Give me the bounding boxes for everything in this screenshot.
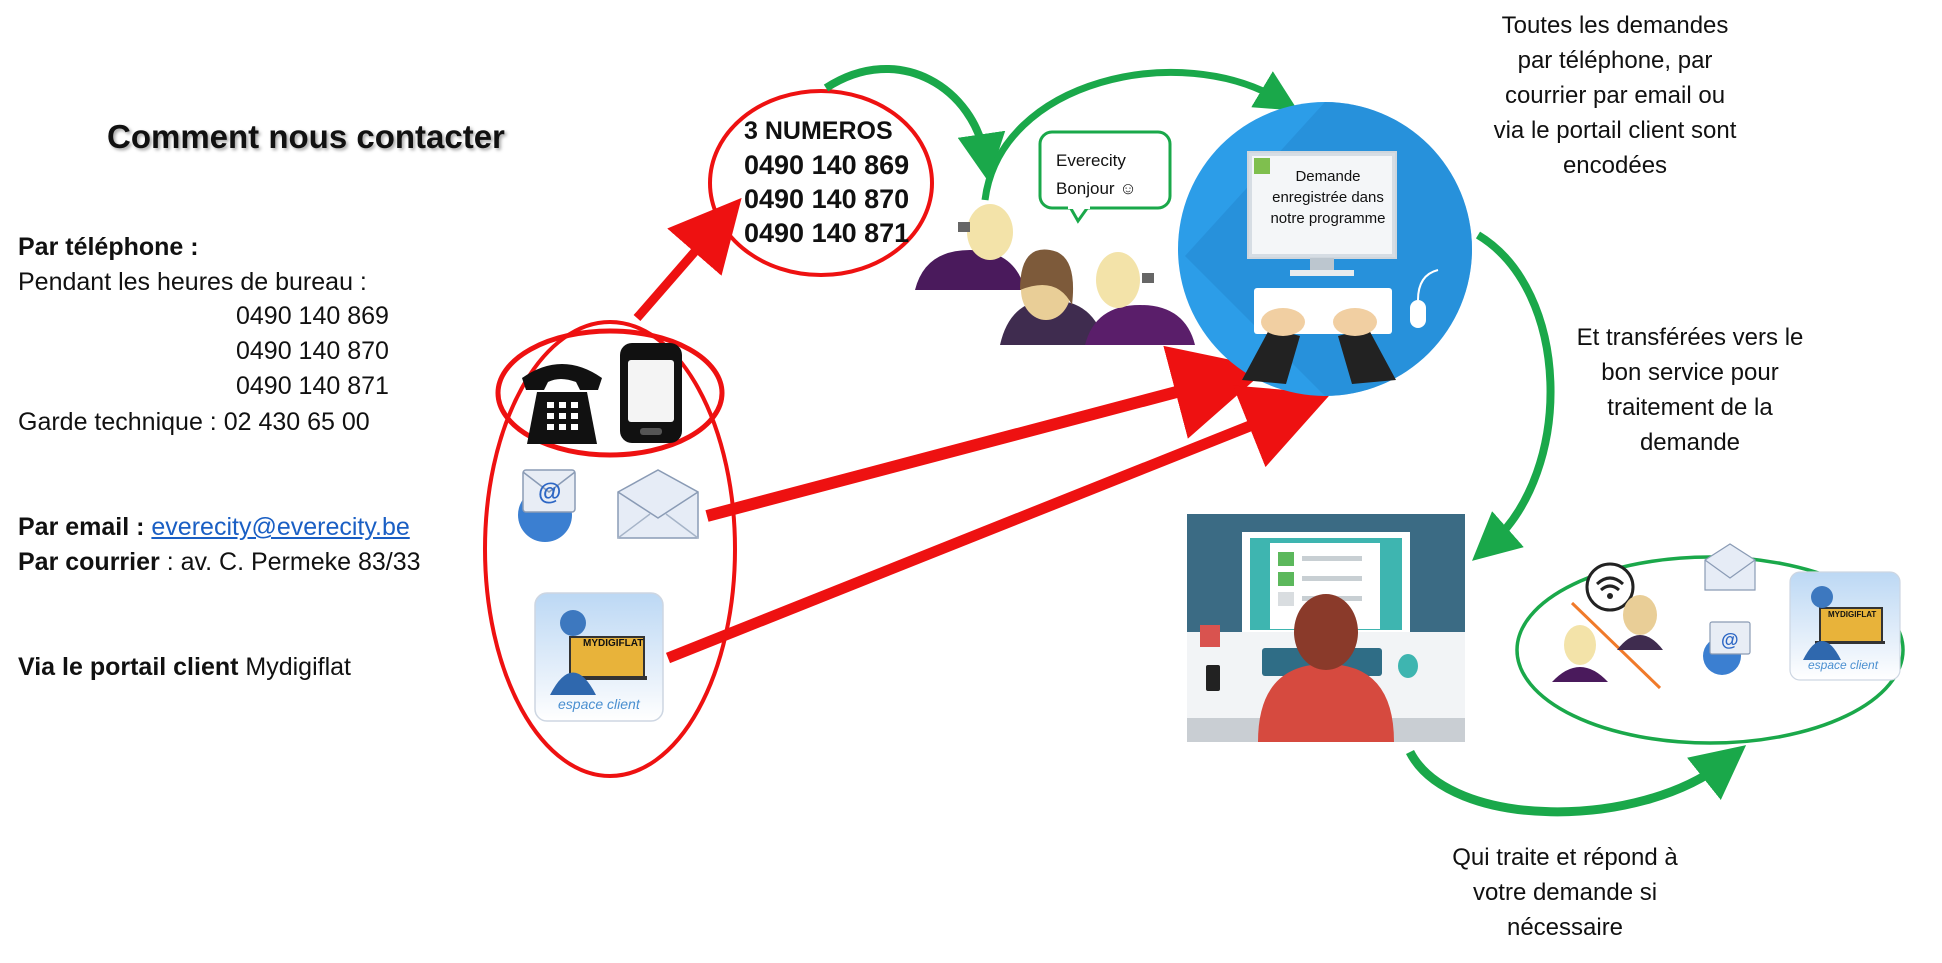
client-envelope-icon xyxy=(1704,543,1756,591)
mobile-phone-icon xyxy=(620,343,682,443)
numbers-ellipse xyxy=(708,89,934,277)
portal-icon xyxy=(534,592,664,722)
guard-number-text: Garde technique : 02 430 65 00 xyxy=(18,408,370,436)
speech-line-1: Everecity xyxy=(1056,151,1126,170)
note-handled-line: votre demande si xyxy=(1472,879,1658,906)
phones-ellipse xyxy=(495,328,725,458)
client-portal-icon xyxy=(1789,571,1901,681)
email-link[interactable]: everecity@everecity.be xyxy=(151,513,410,541)
office-hours-text: Pendant les heures de bureau : xyxy=(18,268,367,296)
client-portal-badge: MYDIGIFLAT xyxy=(1828,610,1877,619)
note-encoded-line: Toutes les demandes xyxy=(1501,12,1729,39)
arrow-phones-to-numbers xyxy=(633,197,742,321)
bubble-number-2: 0490 140 870 xyxy=(744,184,910,214)
phone-colon: : xyxy=(183,233,199,261)
svg-text:@: @ xyxy=(1721,630,1739,650)
speech-bubble-text: Everecity Bonjour ☺ xyxy=(1056,147,1137,203)
numbers-heading: 3 NUMEROS xyxy=(744,117,893,145)
note-transferred-line: bon service pour xyxy=(1601,359,1779,386)
bubble-number-3: 0490 140 871 xyxy=(744,218,910,248)
arrow-green-agent-to-client xyxy=(1405,745,1747,817)
client-portal-caption: espace client xyxy=(1808,658,1879,672)
note-encoded-line: courrier par email ou xyxy=(1504,82,1726,109)
computer-icon xyxy=(1178,102,1472,396)
portal-caption: espace client xyxy=(558,696,640,712)
client-person-icon-1 xyxy=(1617,595,1663,650)
portal-label: Via le portail client xyxy=(18,653,239,681)
note-encoded-line: via le portail client sont xyxy=(1493,117,1737,144)
phone-label-line: Par téléphone : xyxy=(18,230,199,265)
channels-ellipse xyxy=(483,320,737,778)
mail-line: Par courrier : av. C. Permeke 83/33 xyxy=(18,545,421,580)
email-label: Par email : xyxy=(18,513,145,541)
envelope-icon xyxy=(617,469,699,539)
office-number-1: 0490 140 869 xyxy=(236,302,389,330)
portal-name: Mydigiflat xyxy=(238,653,351,681)
email-line: Par email : everecity@everecity.be xyxy=(18,510,410,545)
client-person-icon-2 xyxy=(1552,625,1608,682)
office-number-3: 0490 140 871 xyxy=(236,372,389,400)
note-encoded-line: encodées xyxy=(1562,152,1668,179)
client-email-globe-icon: @ xyxy=(1703,621,1751,675)
mail-label: Par courrier xyxy=(18,548,160,576)
wifi-icon xyxy=(1585,562,1635,612)
call-center-agents-icon xyxy=(915,204,1195,345)
speech-bubble xyxy=(1038,130,1172,224)
mail-address: : av. C. Permeke 83/33 xyxy=(159,548,421,576)
note-transferred-line: traitement de la xyxy=(1607,394,1773,421)
office-number-2: 0490 140 870 xyxy=(236,337,389,365)
note-transferred-line: demande xyxy=(1639,429,1741,456)
telephone-icon xyxy=(522,364,602,444)
svg-text:@: @ xyxy=(538,479,561,506)
email-globe-icon: @ xyxy=(518,469,576,542)
arrow-email-to-computer xyxy=(705,345,1269,522)
note-encoded-line: par téléphone, par xyxy=(1517,47,1713,74)
note-handled-line: nécessaire xyxy=(1506,914,1624,941)
phone-label: Par téléphone xyxy=(18,233,184,261)
agent-desk-illustration xyxy=(1187,514,1465,742)
bubble-number-1: 0490 140 869 xyxy=(744,150,910,180)
portal-badge: MYDIGIFLAT xyxy=(583,638,644,649)
arrow-green-numbers-to-agents xyxy=(823,65,1006,182)
note-transferred-line: Et transférées vers le xyxy=(1576,324,1804,351)
note-transferred: Et transférées vers le bon service pour … xyxy=(1540,320,1840,460)
screen-caption: Demande enregistrée dans notre programme xyxy=(1270,168,1386,227)
portal-line: Via le portail client Mydigiflat xyxy=(18,650,351,685)
note-handled-line: Qui traite et répond à xyxy=(1452,844,1678,871)
note-encoded: Toutes les demandes par téléphone, par c… xyxy=(1450,8,1780,183)
numbers-bubble-text: 3 NUMEROS 0490 140 869 0490 140 870 0490… xyxy=(744,114,909,250)
crossed-line xyxy=(1570,601,1662,690)
speech-line-2: Bonjour ☺ xyxy=(1056,179,1137,198)
page-title: Comment nous contacter xyxy=(107,118,505,155)
note-handled: Qui traite et répond à votre demande si … xyxy=(1410,840,1720,945)
arrow-green-computer-to-agent xyxy=(1472,231,1555,561)
arrow-green-agents-to-computer xyxy=(981,69,1299,201)
arrow-portal-to-computer xyxy=(665,385,1331,664)
